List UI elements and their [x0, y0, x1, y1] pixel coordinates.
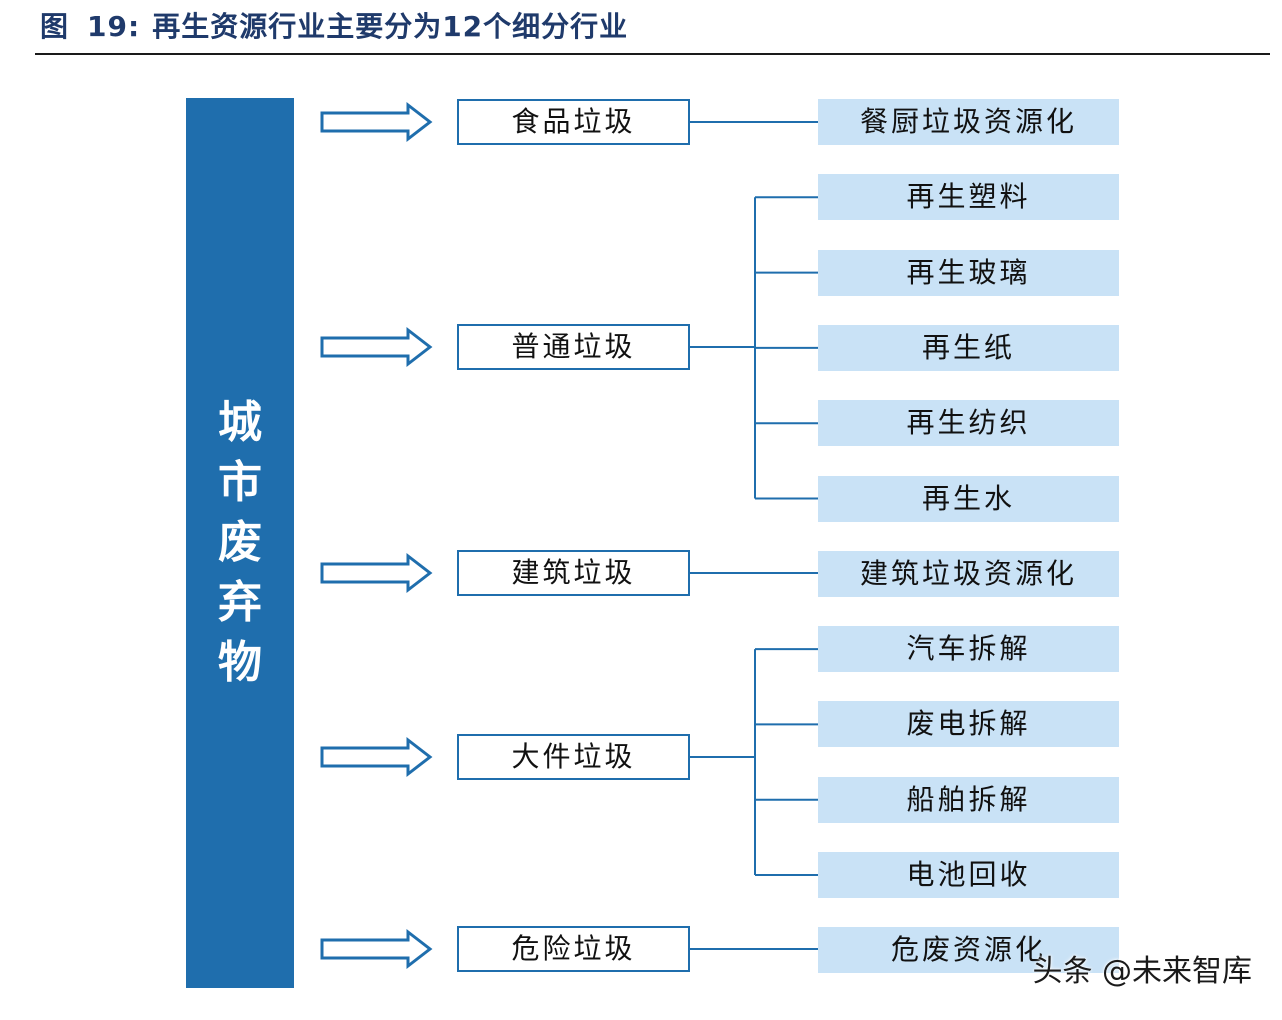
arrow-2 — [320, 326, 433, 368]
leaf-box: 再生纸 — [818, 324, 1119, 371]
figure-number: 19: — [87, 10, 141, 43]
leaf-box: 危废资源化 — [818, 927, 1119, 974]
leaf-box: 餐厨垃圾资源化 — [818, 99, 1119, 145]
leaf-box: 再生塑料 — [818, 174, 1119, 221]
leaf-box: 电池回收 — [818, 852, 1119, 898]
leaf-box: 再生水 — [818, 475, 1119, 522]
root-label: 城市废弃物 — [218, 397, 262, 688]
category-box-3: 建筑垃圾 — [457, 550, 690, 596]
arrow-1 — [320, 101, 433, 143]
title-divider — [35, 53, 1270, 55]
category-box-5: 危险垃圾 — [457, 926, 690, 972]
leaf-box: 船舶拆解 — [818, 776, 1119, 823]
root-node: 城市废弃物 — [186, 98, 294, 988]
arrow-5 — [320, 928, 433, 970]
figure-label: 图 — [40, 10, 70, 43]
watermark: 头条 @未来智库 — [1032, 954, 1252, 989]
leaf-box: 再生纺织 — [818, 400, 1119, 447]
leaf-box: 汽车拆解 — [818, 626, 1119, 673]
arrow-3 — [320, 552, 433, 594]
arrow-4 — [320, 736, 433, 778]
leaf-box: 废电拆解 — [818, 701, 1119, 748]
category-box-4: 大件垃圾 — [457, 734, 690, 780]
category-box-2: 普通垃圾 — [457, 324, 690, 370]
figure-title: 图 19: 再生资源行业主要分为12个细分行业 — [40, 6, 628, 48]
leaf-box: 再生玻璃 — [818, 249, 1119, 296]
category-box-1: 食品垃圾 — [457, 99, 690, 145]
leaf-box: 建筑垃圾资源化 — [818, 550, 1119, 597]
figure-title-text: 再生资源行业主要分为12个细分行业 — [152, 10, 629, 43]
